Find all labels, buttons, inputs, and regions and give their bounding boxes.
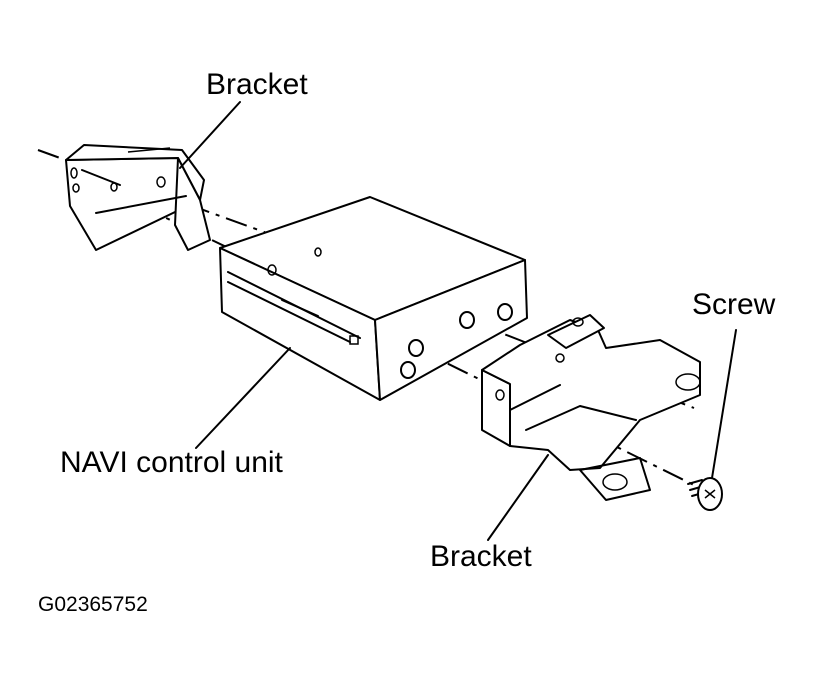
screw-drawing bbox=[687, 477, 723, 511]
right-bracket-drawing bbox=[481, 314, 701, 501]
figure-id: G02365752 bbox=[38, 593, 148, 616]
left-bracket-drawing bbox=[65, 144, 211, 251]
bracket-bottom-label: Bracket bbox=[430, 540, 532, 573]
navi-unit-label: NAVI control unit bbox=[60, 446, 283, 479]
navi-unit-drawing bbox=[219, 196, 528, 401]
leader-lines bbox=[179, 101, 737, 541]
screw-label: Screw bbox=[692, 288, 776, 321]
bracket-top-label: Bracket bbox=[206, 68, 308, 101]
